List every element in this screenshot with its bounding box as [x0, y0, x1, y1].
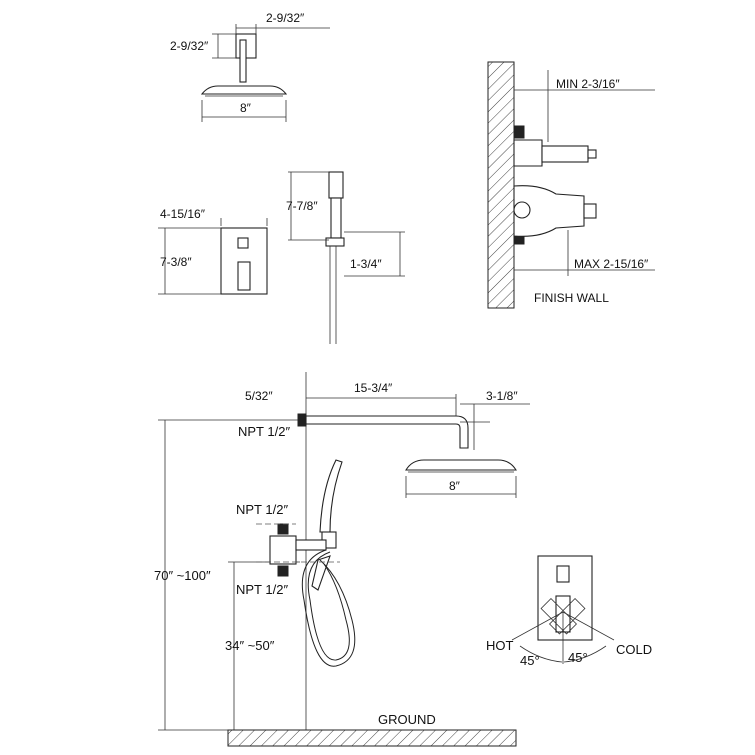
arm-height-dim: 2-9/32″ [170, 39, 209, 53]
npt-top-label: NPT 1/2″ [238, 424, 290, 439]
cold-angle-dim: 45° [568, 650, 588, 665]
handheld-shower [288, 171, 405, 344]
arm-width-dim: 2-9/32″ [266, 11, 305, 25]
total-height-dim: 70″ ~100″ [154, 568, 211, 583]
holder-size-dim: 1-3/4″ [350, 257, 382, 271]
plate-width-dim: 4-15/16″ [160, 207, 206, 221]
valve-height-dim: 34″ ~50″ [225, 638, 275, 653]
wall-offset-dim: 5/32″ [245, 389, 273, 403]
shower-head-top-view [200, 24, 330, 122]
handle-rotation-detail [511, 555, 615, 664]
ground-label: GROUND [378, 712, 436, 727]
hot-angle-dim: 45° [520, 653, 540, 668]
npt-mid-label: NPT 1/2″ [236, 502, 288, 517]
handheld-length-dim: 7-7/8″ [286, 199, 318, 213]
trim-plate [158, 218, 268, 295]
cold-label: COLD [616, 642, 652, 657]
max-depth-dim: MAX 2-15/16″ [574, 257, 649, 271]
min-depth-dim: MIN 2-3/16″ [556, 77, 620, 91]
head-top-width-dim: 8″ [240, 101, 252, 115]
head-front-width-dim: 8″ [449, 479, 461, 493]
finish-wall-label: FINISH WALL [534, 291, 609, 305]
arm-reach-dim: 15-3/4″ [354, 381, 393, 395]
npt-low-label: NPT 1/2″ [236, 582, 288, 597]
plate-height-dim: 7-3/8″ [160, 255, 192, 269]
wall-section [487, 61, 655, 309]
hot-label: HOT [486, 638, 514, 653]
installation-front-view [158, 372, 530, 747]
arm-drop-dim: 3-1/8″ [486, 389, 518, 403]
